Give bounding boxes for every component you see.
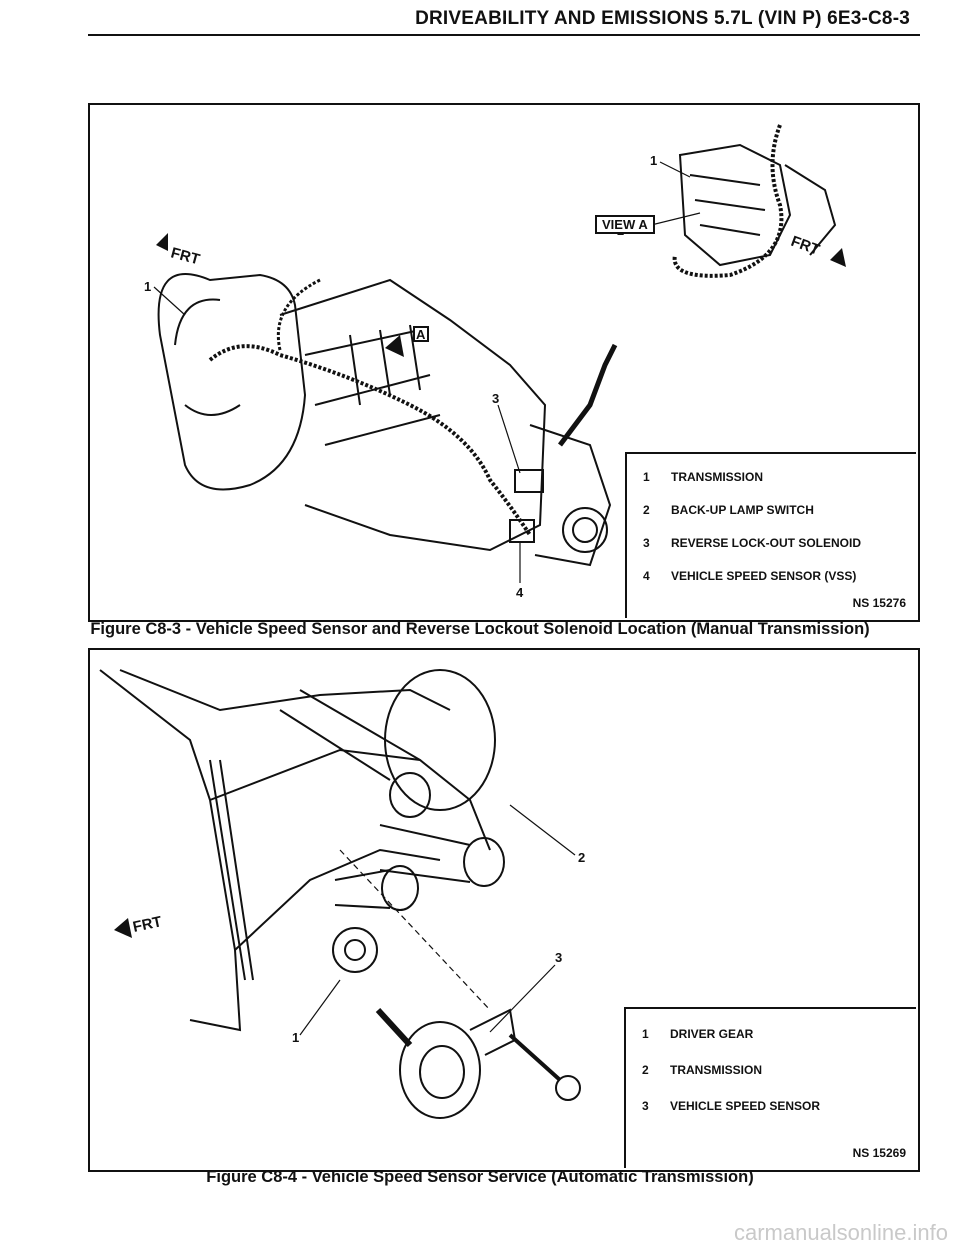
- view-a-label: VIEW A: [595, 215, 655, 234]
- legend-figure-c8-3: 1 TRANSMISSION 2 BACK-UP LAMP SWITCH 3 REVE…: [625, 452, 916, 618]
- legend-item: 3 VEHICLE SPEED SENSOR: [642, 1099, 820, 1113]
- legend-label: TRANSMISSION: [671, 470, 764, 484]
- view-a-marker: A: [416, 327, 426, 342]
- figure-caption-c8-3: Figure C8-3 - Vehicle Speed Sensor and R…: [90, 620, 870, 638]
- callout-3: 3: [555, 950, 562, 965]
- manual-transmission-illustration: A FRT FRT 1 1 2 3 4: [144, 124, 846, 600]
- figure-code: NS 15276: [852, 596, 906, 610]
- legend-number: 2: [643, 503, 650, 517]
- figure-code: NS 15269: [852, 1146, 906, 1160]
- legend-label: VEHICLE SPEED SENSOR: [670, 1099, 821, 1113]
- figure-c8-3: A FRT FRT 1 1 2 3 4 VIEW A 1TRANSMISSION…: [88, 103, 920, 622]
- page-header: DRIVEABILITY AND EMISSIONS 5.7L (VIN P) …: [415, 8, 910, 29]
- legend-item: 3 REVERSE LOCK-OUT SOLENOID: [643, 536, 861, 550]
- legend-label: REVERSE LOCK-OUT SOLENOID: [671, 536, 862, 550]
- legend-item: 1 DRIVER GEAR: [642, 1027, 753, 1041]
- callout-2: 2: [578, 850, 585, 865]
- legend-number: 4: [643, 569, 650, 583]
- legend-item: 1 TRANSMISSION: [643, 470, 763, 484]
- legend-number: 1: [643, 470, 650, 484]
- frt-label: FRT: [131, 913, 163, 936]
- legend-item: 4 VEHICLE SPEED SENSOR (VSS): [643, 569, 856, 583]
- callout-1: 1: [292, 1030, 299, 1045]
- view-frt-label: FRT: [789, 233, 822, 259]
- legend-number: 2: [642, 1063, 649, 1077]
- frt-label: FRT: [169, 244, 202, 268]
- callout-1-main: 1: [144, 279, 151, 294]
- automatic-transmission-illustration: FRT 2 3 1: [99, 669, 585, 1119]
- legend-number: 3: [643, 536, 650, 550]
- watermark: carmanualsonline.info: [733, 1220, 948, 1245]
- legend-figure-c8-4: 1 DRIVER GEAR 2 TRANSMISSION 3 VEHICLE SPEE…: [624, 1007, 916, 1168]
- legend-number: 3: [642, 1099, 649, 1113]
- legend-number: 1: [642, 1027, 649, 1041]
- callout-4: 4: [516, 585, 524, 600]
- header-rule: [88, 34, 920, 36]
- legend-label: VEHICLE SPEED SENSOR (VSS): [671, 569, 857, 583]
- figure-caption-c8-4: Figure C8-4 - Vehicle Speed Sensor Servi…: [206, 1168, 754, 1186]
- callout-1-view: 1: [650, 153, 657, 168]
- callout-3: 3: [492, 391, 499, 406]
- legend-item: 2 TRANSMISSION: [642, 1063, 762, 1077]
- legend-label: BACK-UP LAMP SWITCH: [671, 503, 814, 517]
- legend-label: DRIVER GEAR: [670, 1027, 754, 1041]
- legend-label: TRANSMISSION: [670, 1063, 763, 1077]
- legend-item: 2 BACK-UP LAMP SWITCH: [643, 503, 814, 517]
